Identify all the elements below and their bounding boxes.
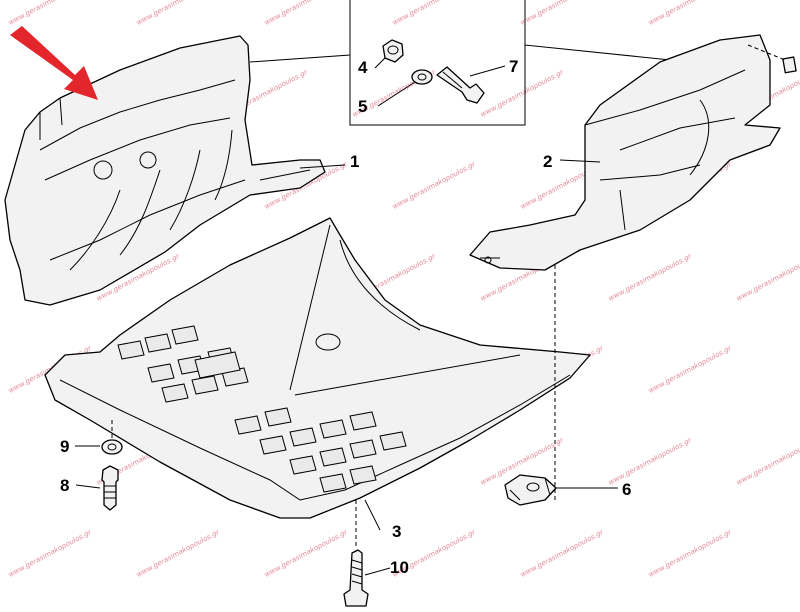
retainer-clip (782, 56, 797, 74)
shield-cutout (147, 363, 175, 383)
shield-cutout (144, 333, 172, 353)
leader-10 (364, 567, 391, 576)
red-arrow-icon (10, 26, 98, 100)
detail-frame (249, 0, 691, 126)
leader-1 (299, 164, 346, 169)
shield-cutout (349, 411, 377, 431)
watermark-text: www.gerasimakopoulos.gr (647, 528, 733, 579)
shield-cutout (161, 383, 189, 403)
watermark-text: www.gerasimakopoulos.gr (263, 528, 349, 579)
watermark-text: www.gerasimakopoulos.gr (735, 252, 800, 303)
part-8-bolt[interactable] (101, 465, 119, 511)
leader-8 (75, 484, 101, 489)
part-6-clip-nut[interactable] (504, 474, 557, 506)
shield-cutout-large (194, 351, 241, 379)
shield-cutout (319, 419, 347, 439)
shield-cutout (349, 465, 377, 485)
shield-cutout (289, 455, 317, 475)
callout-9[interactable]: 9 (60, 437, 69, 456)
watermark-text: www.gerasimakopoulos.gr (479, 68, 565, 119)
leader-3 (364, 499, 381, 531)
shield-cutout (171, 325, 199, 345)
shield-cutout (264, 407, 292, 427)
leader-4 (374, 57, 386, 69)
watermark-text: www.gerasimakopoulos.gr (135, 528, 221, 579)
shield-cutout (319, 447, 347, 467)
watermark-text: www.gerasimakopoulos.gr (7, 0, 93, 27)
shield-cutout (379, 431, 407, 451)
watermark-text: www.gerasimakopoulos.gr (135, 0, 221, 27)
watermark-text: www.gerasimakopoulos.gr (391, 160, 477, 211)
part-4-nut[interactable] (382, 39, 404, 63)
watermark-text: www.gerasimakopoulos.gr (519, 528, 605, 579)
shield-cutout (349, 439, 377, 459)
callout-8[interactable]: 8 (60, 476, 69, 495)
watermark-text: www.gerasimakopoulos.gr (263, 0, 349, 27)
watermark-text: www.gerasimakopoulos.gr (735, 436, 800, 487)
shield-cutout (319, 473, 347, 493)
callout-1[interactable]: 1 (350, 152, 359, 171)
leader-5 (377, 81, 416, 107)
callout-3[interactable]: 3 (392, 522, 401, 541)
callout-10[interactable]: 10 (390, 558, 409, 577)
callout-2[interactable]: 2 (543, 152, 552, 171)
callout-4[interactable]: 4 (358, 58, 368, 77)
watermark-text: www.gerasimakopoulos.gr (7, 528, 93, 579)
shield-cutout-grid (117, 325, 407, 493)
watermark-text: www.gerasimakopoulos.gr (519, 0, 605, 27)
part-5-washer[interactable] (411, 69, 433, 85)
part-9-washer[interactable] (101, 439, 123, 455)
shield-cutout (234, 415, 262, 435)
part-2-right-shield[interactable] (469, 34, 781, 271)
watermark-text: www.gerasimakopoulos.gr (647, 0, 733, 27)
part-3-main-underbody-shield[interactable] (44, 217, 591, 519)
part-10-stud[interactable] (343, 549, 369, 607)
shield-cutout (191, 375, 219, 395)
part-1-left-shield[interactable] (4, 35, 326, 306)
callout-6[interactable]: 6 (622, 480, 631, 499)
callout-5[interactable]: 5 (358, 97, 367, 116)
watermark-text: www.gerasimakopoulos.gr (607, 436, 693, 487)
watermark-text: www.gerasimakopoulos.gr (391, 0, 477, 27)
watermark-text: www.gerasimakopoulos.gr (607, 252, 693, 303)
callout-7[interactable]: 7 (509, 57, 518, 76)
part-7-bolt[interactable] (436, 66, 485, 104)
shield-cutout (289, 427, 317, 447)
leader-2 (559, 159, 601, 163)
watermark-text: www.gerasimakopoulos.gr (647, 344, 733, 395)
shield-cutout (259, 435, 287, 455)
leader-7 (469, 65, 506, 77)
shield-cutout (117, 340, 145, 360)
